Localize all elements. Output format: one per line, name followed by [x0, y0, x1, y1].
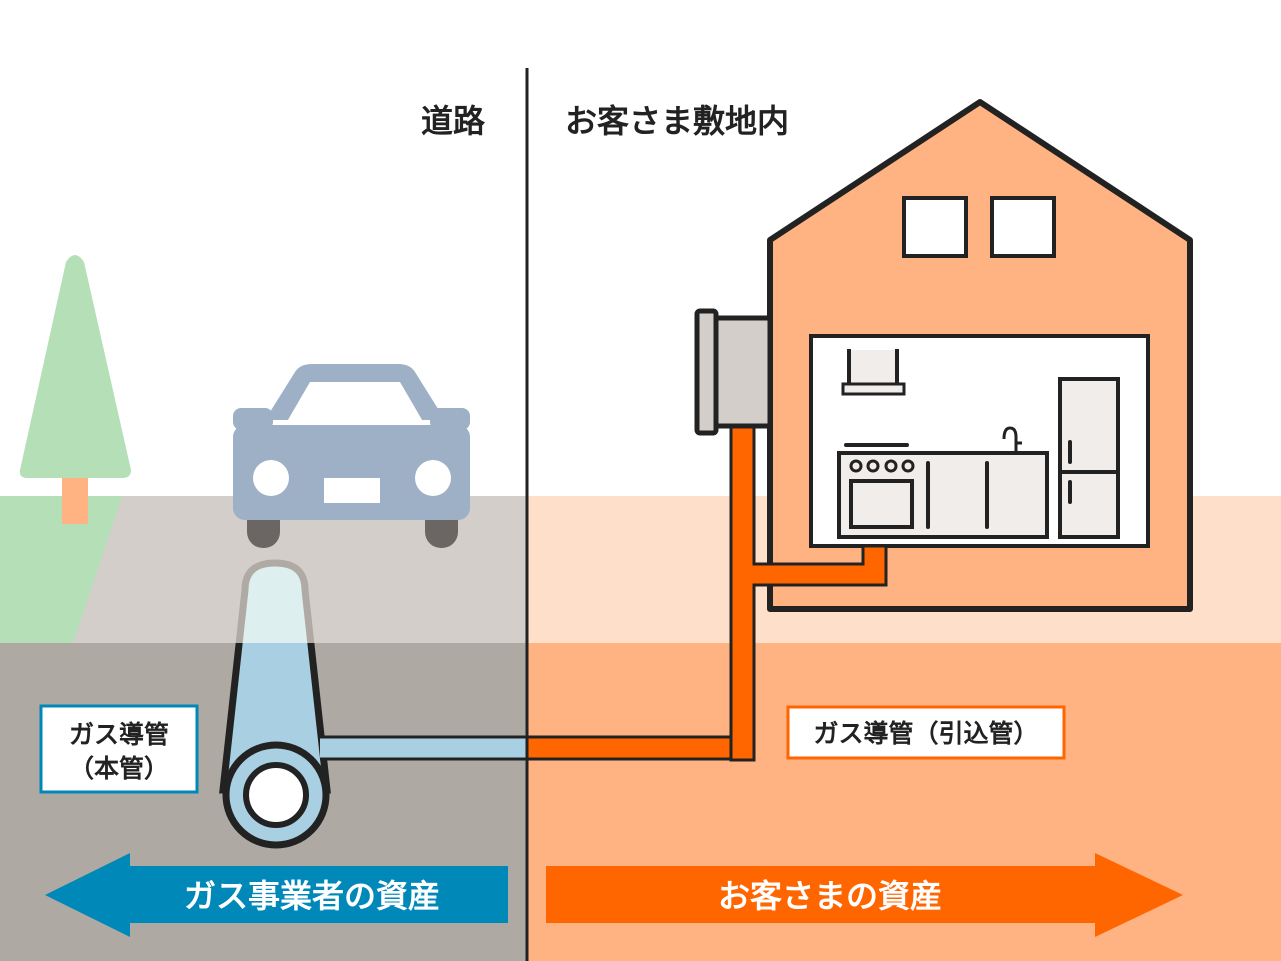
- tree-icon: [19, 255, 132, 524]
- left-arrow-icon: [45, 853, 508, 937]
- service-pipe-label: ガス導管（引込管）: [813, 719, 1038, 748]
- customer-assets-arrow: お客さまの資産: [546, 853, 1183, 937]
- gas-meter-icon: [694, 308, 773, 436]
- road-label: 道路: [421, 102, 486, 140]
- main-pipe-label-line1: ガス導管: [69, 720, 169, 749]
- service-pipe-callout: ガス導管（引込管）: [786, 705, 1066, 760]
- service-gas-pipe: [729, 425, 888, 762]
- car-icon: [233, 364, 470, 548]
- house-icon: [767, 99, 1193, 612]
- main-gas-pipe: [219, 559, 755, 849]
- customer-assets-label: お客さまの資産: [718, 877, 942, 915]
- main-pipe-label-line2: （本管）: [69, 754, 169, 783]
- gas-company-assets-label: ガス事業者の資産: [184, 877, 440, 915]
- grass: [0, 496, 122, 643]
- gas-company-assets-arrow: ガス事業者の資産: [45, 853, 508, 937]
- main-pipe-callout: ガス導管 （本管）: [39, 704, 199, 794]
- customer-premises-label: お客さま敷地内: [565, 102, 789, 140]
- right-arrow-icon: [546, 853, 1183, 937]
